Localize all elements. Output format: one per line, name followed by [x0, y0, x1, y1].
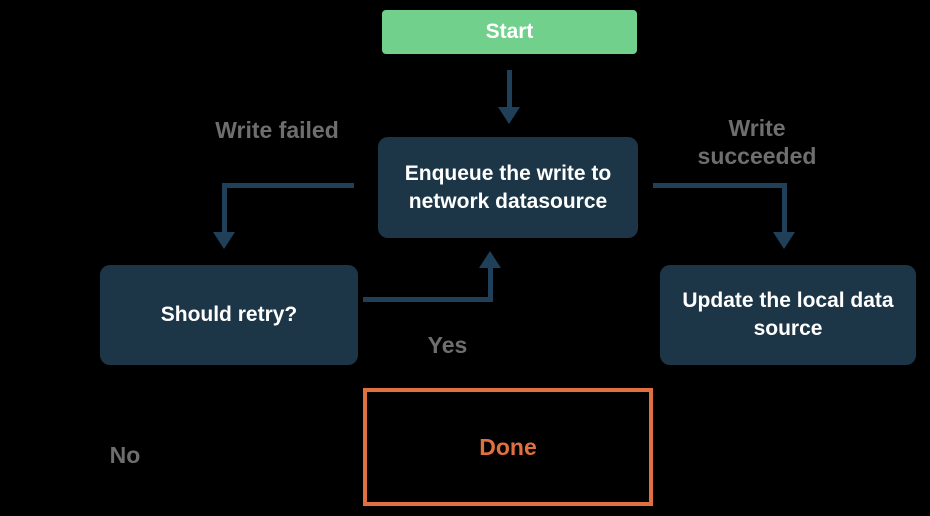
arrow-retry-to-enqueue-hline: [363, 297, 493, 302]
arrow-start-to-enqueue-head-icon: [498, 107, 520, 124]
arrow-enqueue-to-update-head-icon: [773, 232, 795, 249]
node-should-retry: Should retry?: [100, 265, 358, 365]
node-enqueue-write: Enqueue the write to network datasource: [378, 137, 638, 238]
arrow-enqueue-to-update-hline: [653, 183, 787, 188]
edge-label-write-succeeded: Write succeeded: [697, 115, 817, 169]
node-update-local-source: Update the local data source: [660, 265, 916, 365]
arrow-enqueue-to-retry-hline: [222, 183, 354, 188]
arrow-start-to-enqueue-line: [507, 70, 512, 109]
arrow-retry-to-enqueue-head-icon: [479, 251, 501, 268]
edge-label-write-failed: Write failed: [215, 117, 339, 143]
arrow-enqueue-to-retry-head-icon: [213, 232, 235, 249]
edge-label-yes: Yes: [427, 332, 468, 358]
node-done: Done: [363, 388, 653, 506]
edge-label-no: No: [109, 442, 141, 468]
arrow-retry-to-enqueue-vline: [488, 267, 493, 302]
arrow-enqueue-to-retry-vline: [222, 183, 227, 234]
node-start: Start: [382, 10, 637, 54]
arrow-enqueue-to-update-vline: [782, 183, 787, 234]
